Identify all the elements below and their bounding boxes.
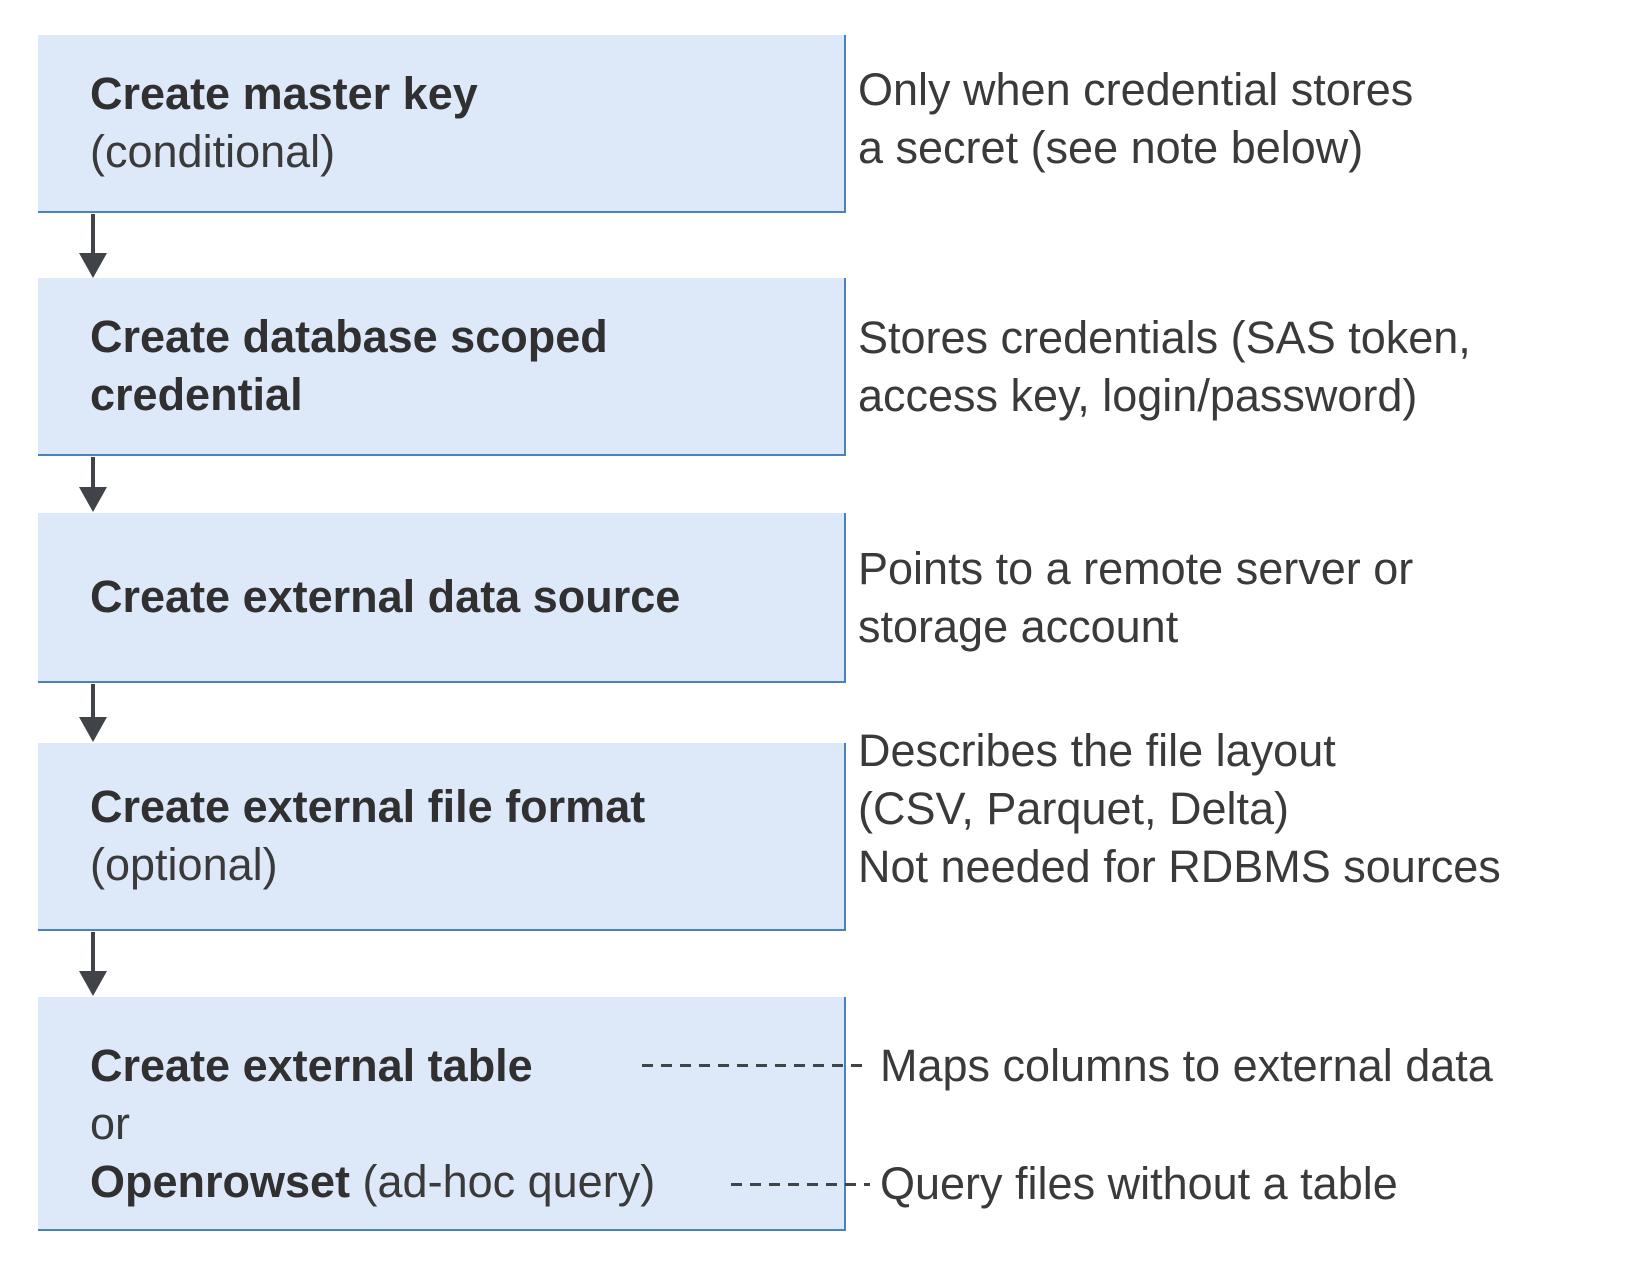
flow-arrow-3 [79,684,107,742]
arrow-head-icon [79,487,107,512]
step-title: Create external file format [90,781,646,832]
dashed-connector-openrowset [731,1183,870,1186]
step-title-create-external-table: Create external table [90,1040,533,1091]
flow-arrow-2 [79,457,107,512]
openrowset-label: Openrowset [90,1156,351,1207]
step-or-label: or [90,1098,131,1149]
arrow-shaft [91,684,95,717]
step-subtitle: (optional) [90,839,278,890]
note-external-table: Maps columns to external data [880,1040,1493,1091]
step-box-create-external-file-format: Create external file format (optional) [38,743,846,931]
step-box-create-master-key: Create master key (conditional) [38,35,846,213]
arrow-shaft [91,457,95,487]
adhoc-query-label: (ad-hoc query) [350,1156,656,1207]
step-title: Create master key [90,68,478,119]
flow-arrow-4 [79,932,107,996]
arrow-head-icon [79,971,107,996]
note-external-file-format: Describes the file layout (CSV, Parquet,… [858,725,1501,892]
note-master-key: Only when credential stores a secret (se… [858,64,1414,173]
arrow-head-icon [79,717,107,742]
step-box-create-external-table-or-openrowset: Create external table or Openrowset (ad-… [38,997,846,1231]
step-box-create-external-data-source: Create external data source [38,513,846,683]
note-openrowset: Query files without a table [880,1158,1398,1209]
step-title-openrowset-line: Openrowset (ad-hoc query) [90,1153,824,1211]
step-title: Create database scoped credential [90,311,608,420]
note-external-data-source: Points to a remote server or storage acc… [858,543,1414,652]
arrow-shaft [91,932,95,971]
arrow-shaft [91,214,95,253]
step-title: Create external data source [90,571,681,622]
step-subtitle: (conditional) [90,126,336,177]
arrow-head-icon [79,253,107,278]
flow-arrow-1 [79,214,107,278]
step-box-create-database-scoped-credential: Create database scoped credential [38,278,846,456]
note-database-scoped-credential: Stores credentials (SAS token, access ke… [858,312,1471,421]
dashed-connector-external-table [642,1064,870,1067]
